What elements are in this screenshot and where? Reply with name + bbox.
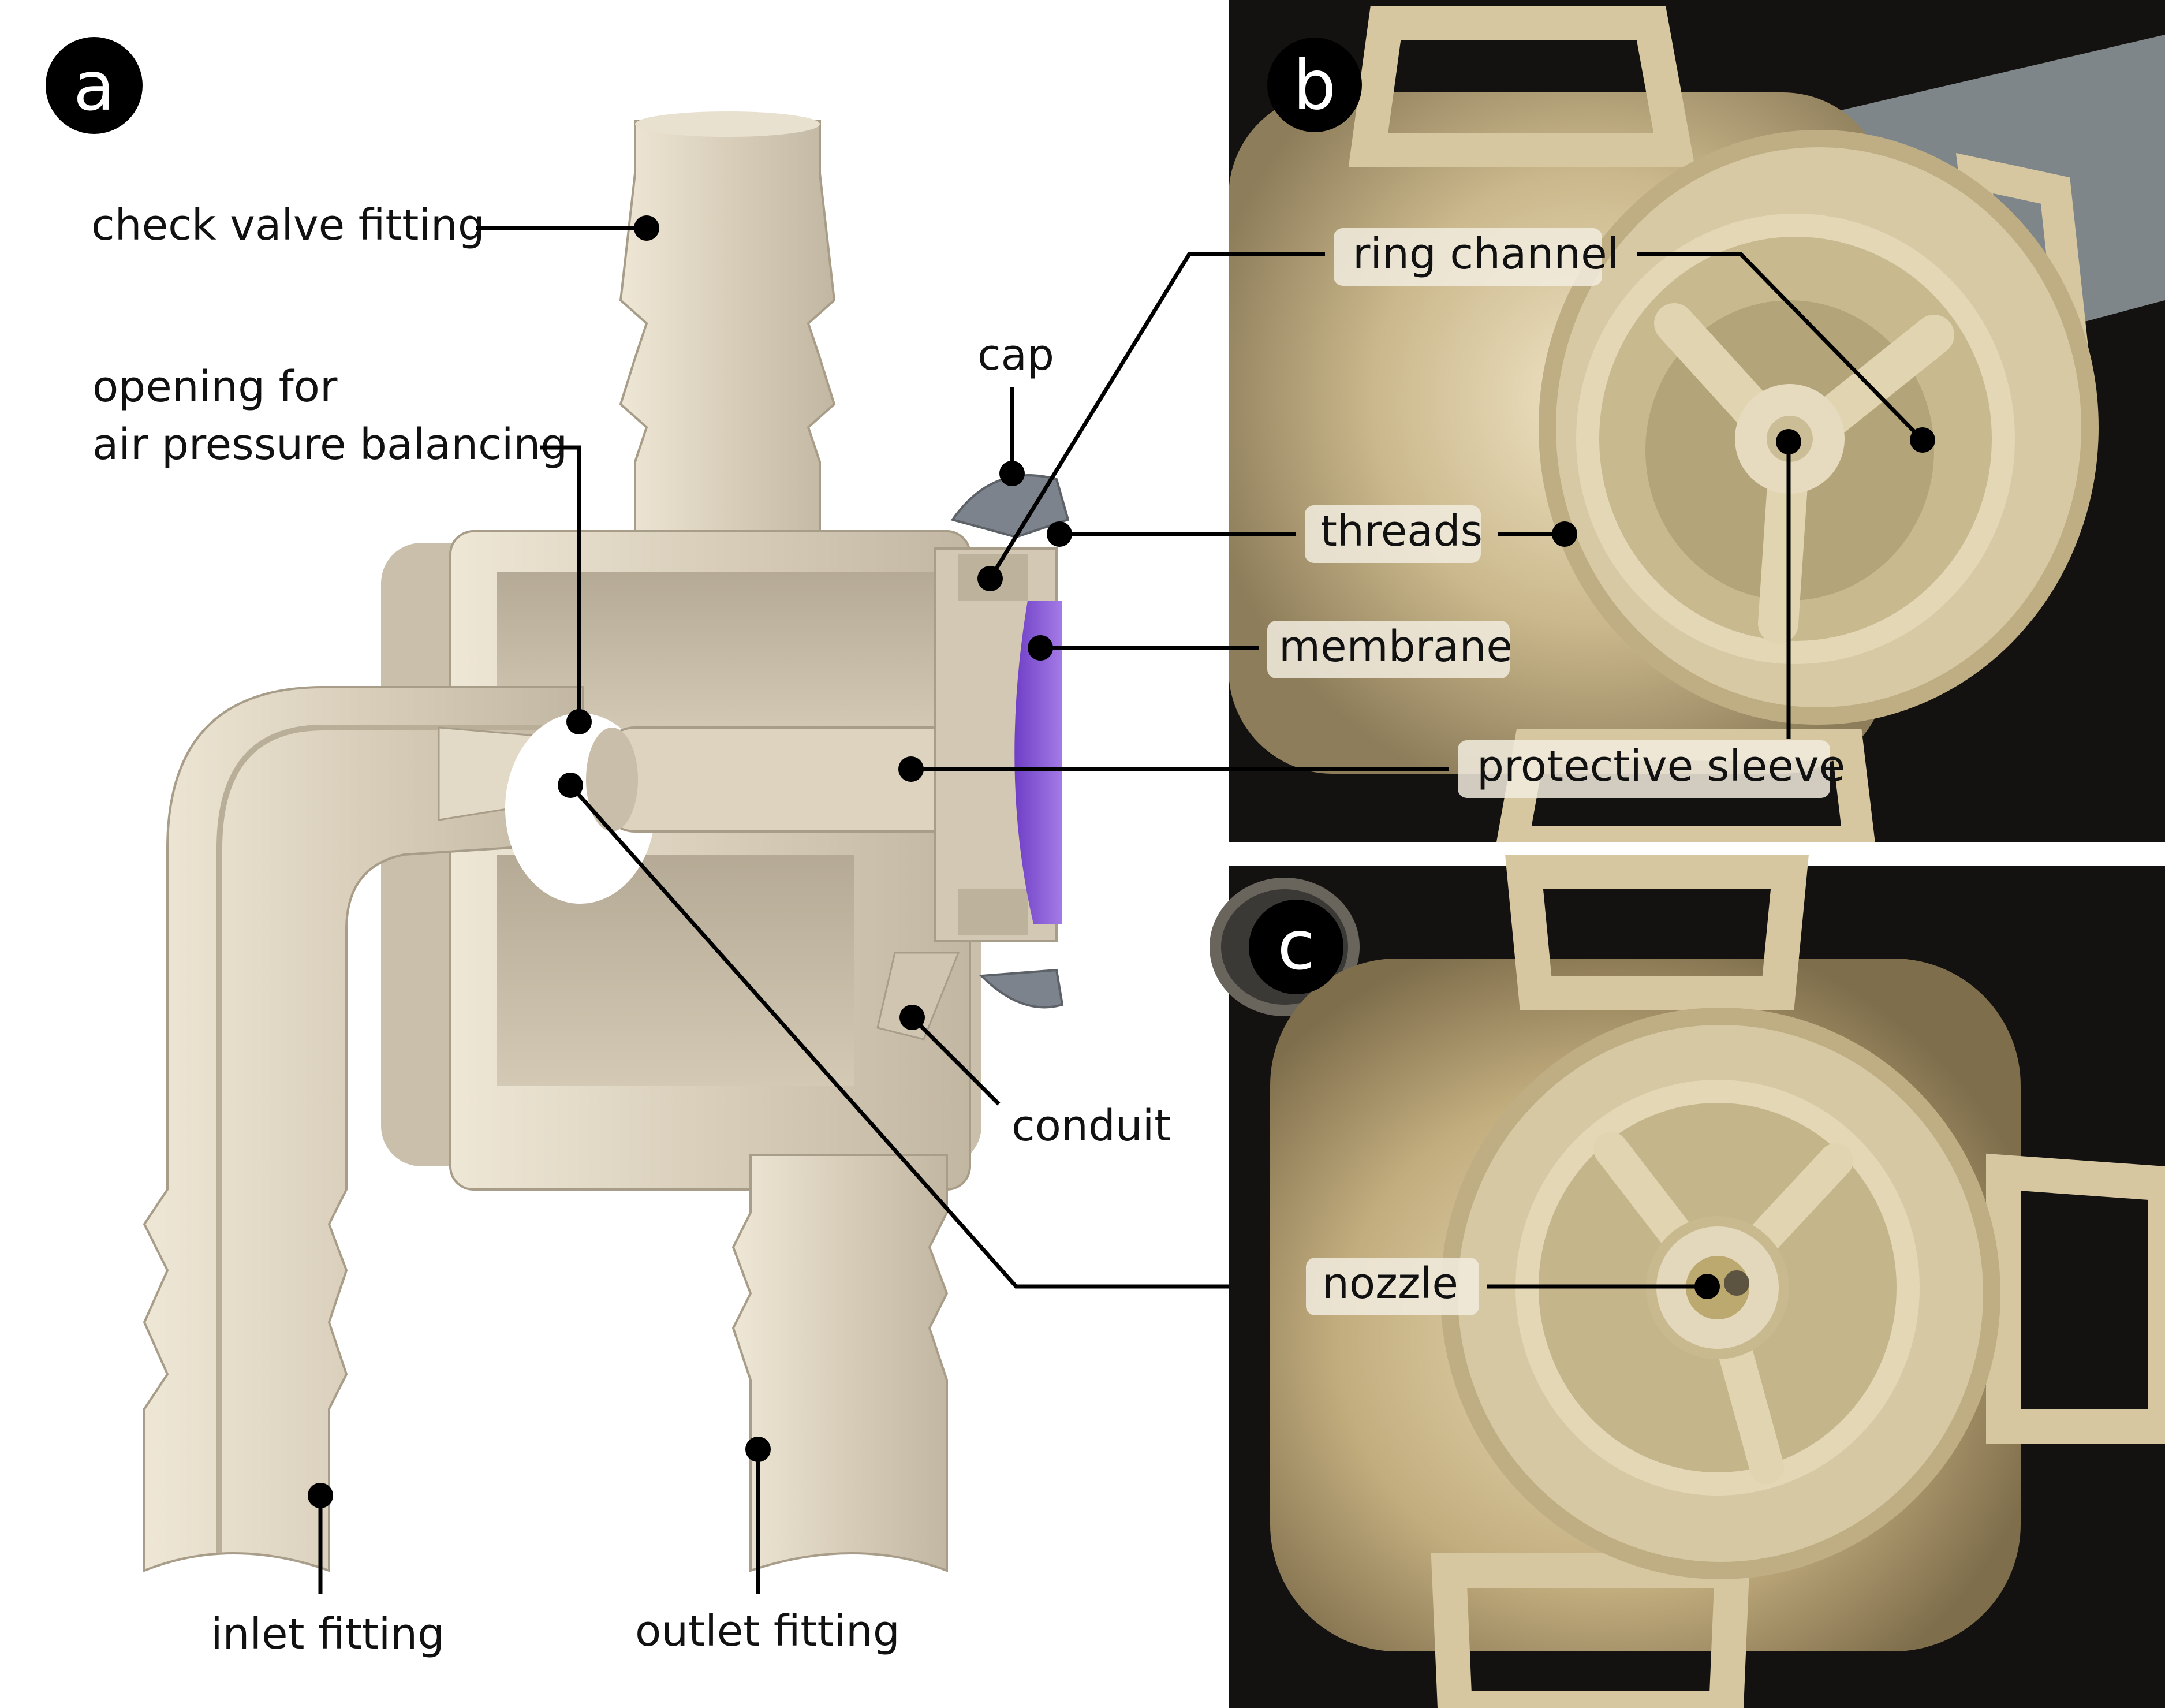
panel-c: c nozzle: [1210, 855, 2165, 1708]
dot-protective-sleeve-b: [1776, 429, 1801, 454]
outlet-fitting-shape: [731, 1154, 949, 1572]
label-box-protective-sleeve: [1458, 740, 1830, 798]
leader-ring-channel-right: [1637, 252, 1924, 442]
label-box-ring-channel: [1334, 228, 1602, 286]
panel-b-badge: [1267, 38, 1362, 132]
label-outlet-fitting: outlet fitting: [635, 1606, 900, 1656]
label-cap: cap: [977, 330, 1054, 380]
dot-ring-channel-b: [1910, 427, 1935, 453]
panel-a: a check valve fitting opening for air pr…: [46, 37, 1269, 1659]
panel-a-letter: a: [73, 46, 115, 126]
panel-a-badge: [46, 37, 143, 134]
label-protective-sleeve: protective sleeve: [1477, 741, 1845, 791]
dot-opening: [566, 709, 592, 734]
leader-opening: [540, 445, 581, 721]
label-box-nozzle: [1306, 1258, 1479, 1315]
dot-inlet-fitting: [308, 1483, 333, 1508]
label-opening-line1: opening for: [92, 362, 338, 412]
panel-c-letter: c: [1278, 905, 1315, 985]
inlet-fitting-shape: [143, 686, 584, 1572]
label-nozzle: nozzle: [1322, 1259, 1458, 1308]
label-ring-channel: ring channel: [1353, 229, 1619, 279]
label-box-membrane: [1267, 621, 1510, 678]
dot-outlet-fitting: [745, 1437, 771, 1462]
dot-threads-b: [1552, 521, 1577, 547]
dot-nozzle-c: [1694, 1274, 1720, 1299]
panel-b: b ring channel threads membrane protecti…: [911, 0, 2165, 858]
label-conduit: conduit: [1011, 1101, 1171, 1151]
photo-c-object: [1210, 855, 2165, 1708]
leader-ring-channel-left: [988, 252, 1325, 580]
label-inlet-fitting: inlet fitting: [211, 1609, 445, 1659]
dot-check-valve-fitting: [634, 215, 659, 241]
label-check-valve-fitting: check valve fitting: [91, 200, 485, 250]
panel-b-letter: b: [1293, 45, 1337, 125]
panel-c-badge: [1249, 900, 1343, 994]
dot-nozzle-a: [558, 773, 583, 798]
check-valve-fitting-shape: [619, 120, 836, 544]
label-box-threads: [1305, 505, 1481, 563]
leader-conduit: [910, 1016, 1001, 1106]
membrane-shape: [1014, 601, 1062, 924]
dot-cap: [999, 461, 1025, 486]
label-membrane: membrane: [1279, 622, 1513, 672]
leader-nozzle-a: [569, 784, 1269, 1289]
valve-cross-section: [143, 111, 1070, 1572]
label-threads: threads: [1320, 506, 1483, 556]
label-opening-line2: air pressure balancing: [92, 420, 568, 469]
dot-conduit: [899, 1005, 925, 1030]
